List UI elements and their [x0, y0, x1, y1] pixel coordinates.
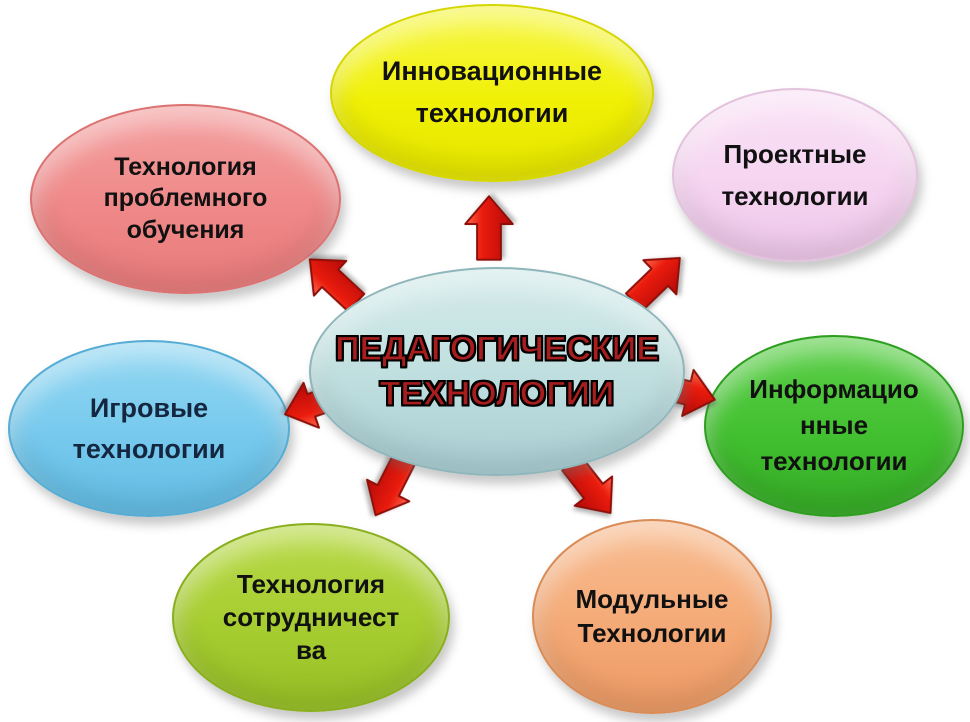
node-label: Информацио нные технологии	[749, 374, 919, 476]
node-label: Инновационные технологии	[381, 56, 603, 128]
node-label: Модульные Технологии	[575, 583, 729, 648]
node-pedagogical-technologies: ПЕДАГОГИЧЕСКИЕ ТЕХНОЛОГИИ	[309, 267, 685, 476]
node-label: Игровые технологии	[72, 393, 226, 464]
node-label: Технология сотрудничест ва	[222, 568, 400, 666]
node-innovative-technologies: Инновационные технологии	[330, 4, 654, 182]
node-label: Проектные технологии	[721, 138, 869, 211]
center-title: ПЕДАГОГИЧЕСКИЕ ТЕХНОЛОГИИ	[334, 329, 659, 413]
arrow-up-icon	[464, 195, 514, 261]
node-information-technologies: Информацио нные технологии	[704, 335, 964, 517]
node-project-technologies: Проектные технологии	[672, 88, 918, 262]
node-modular-technologies: Модульные Технологии	[532, 519, 772, 714]
node-problem-learning-technology: Технология проблемного обучения	[30, 104, 341, 294]
node-cooperation-technology: Технология сотрудничест ва	[172, 523, 450, 712]
node-game-technologies: Игровые технологии	[8, 340, 290, 517]
node-label: Технология проблемного обучения	[103, 152, 268, 244]
